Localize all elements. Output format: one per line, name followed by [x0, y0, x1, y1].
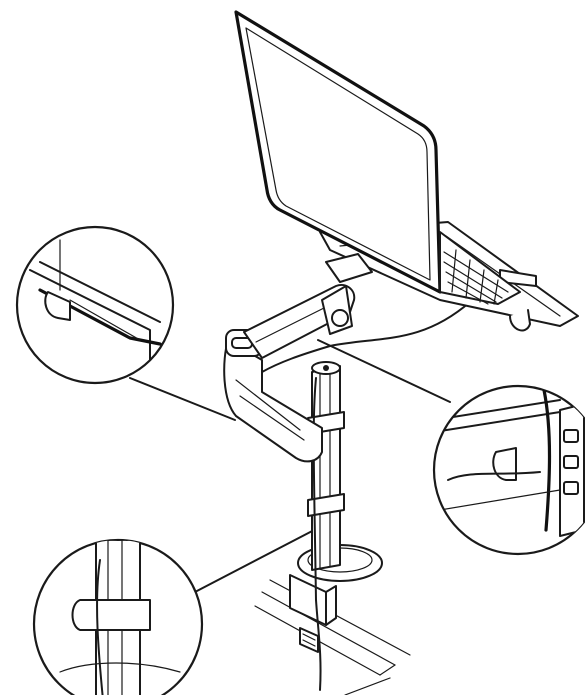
vertical-pole — [307, 361, 345, 601]
cable-lower — [315, 599, 322, 691]
tray-stop — [509, 309, 531, 332]
tray-hook — [44, 291, 71, 321]
pole-detail — [32, 538, 204, 695]
cable-arm — [261, 301, 471, 373]
tray-detail — [15, 225, 175, 385]
detail-circle-tray — [15, 225, 175, 385]
laptop-icon — [234, 10, 521, 305]
clamp-body — [289, 574, 327, 626]
clip-hook — [492, 447, 517, 481]
pole-clip — [71, 599, 151, 631]
clamp-knob — [299, 627, 319, 653]
monitor-arm-icon — [223, 284, 471, 463]
clip-detail — [432, 384, 585, 556]
laptop-keyboard — [439, 231, 521, 305]
lower-arm — [223, 339, 323, 463]
leader-line-tray — [129, 377, 236, 421]
cable-clip-icon-lower — [307, 493, 345, 517]
leader-line-clip — [317, 339, 451, 403]
tray-mount — [325, 253, 373, 283]
